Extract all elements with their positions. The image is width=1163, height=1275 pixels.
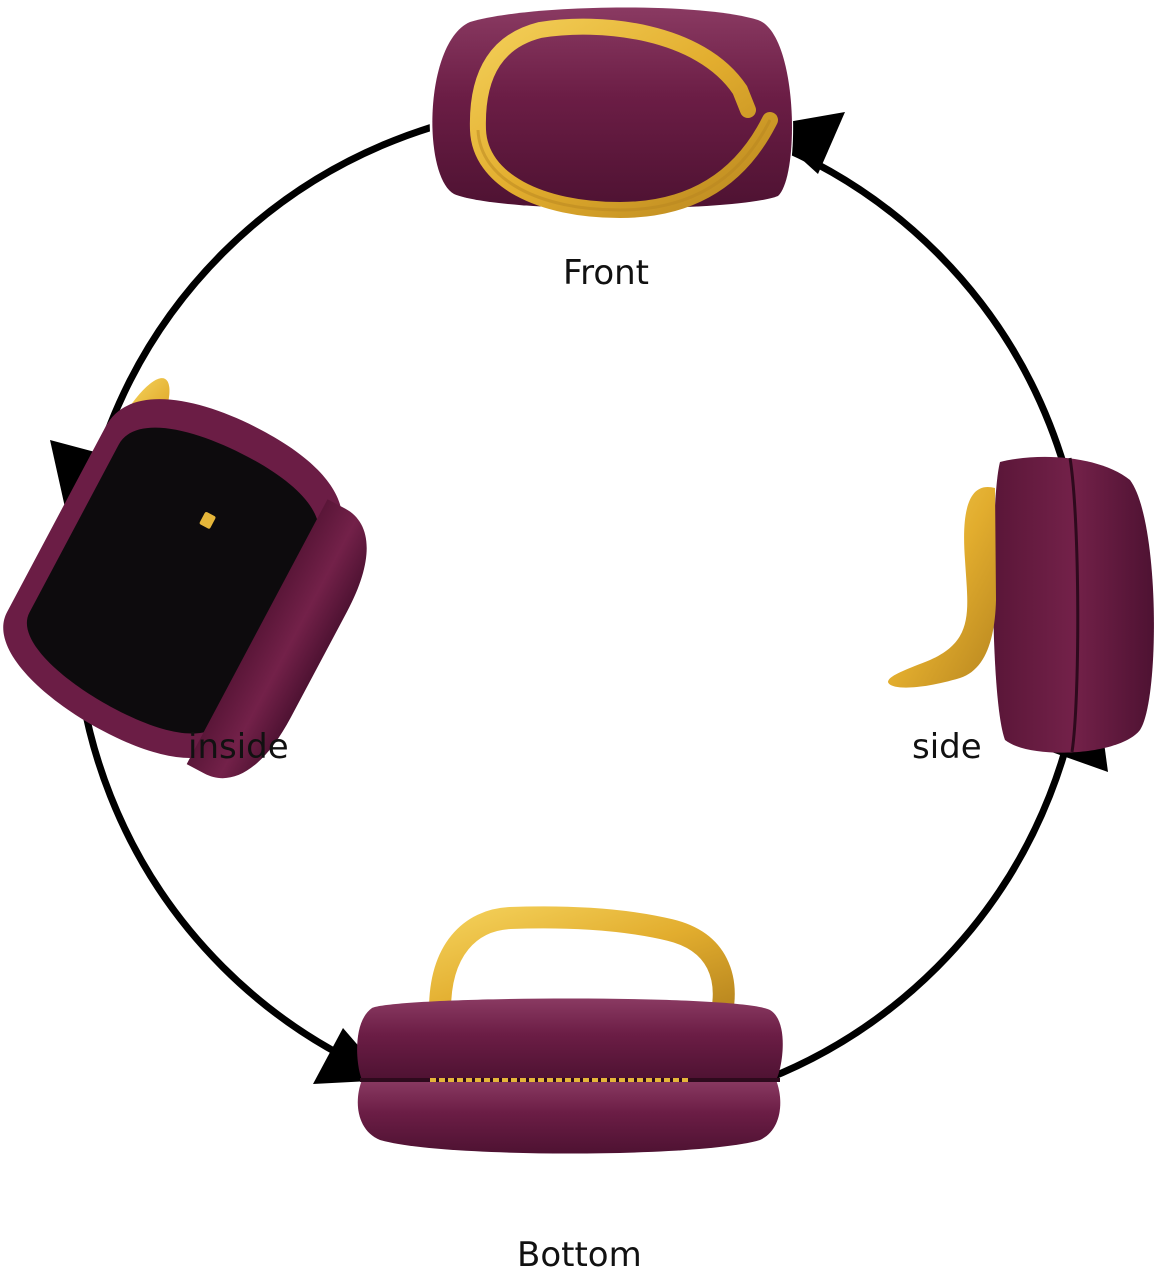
label-inside: inside	[188, 727, 289, 767]
bag-bottom-view	[357, 906, 783, 1154]
bag-inside-view	[3, 378, 367, 779]
bag-front-view	[429, 5, 794, 219]
label-front: Front	[563, 253, 649, 293]
label-side: side	[912, 727, 982, 767]
label-bottom: Bottom	[517, 1235, 642, 1275]
bag-side-view	[888, 456, 1154, 753]
